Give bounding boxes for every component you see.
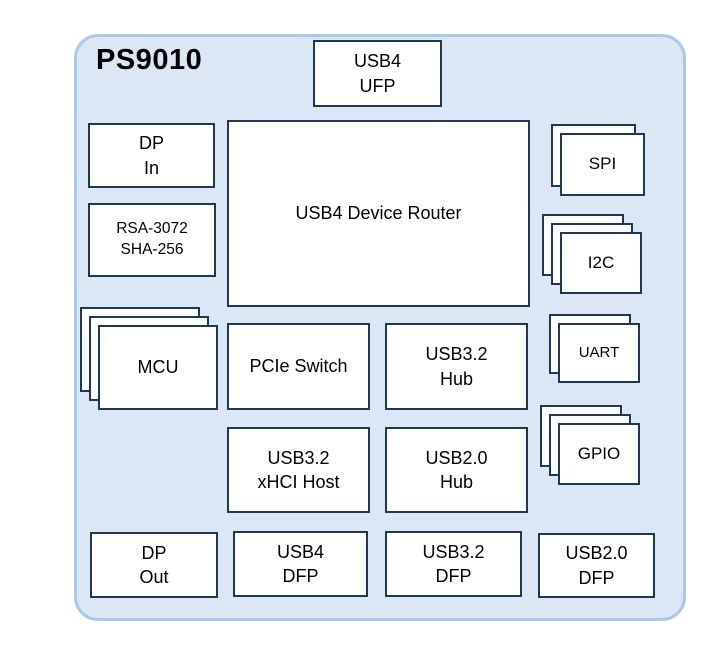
block-i2c-label: I2C <box>587 252 615 272</box>
block-spi-label: SPI <box>588 154 617 174</box>
block-usb20-hub-label: Hub <box>439 472 474 492</box>
block-usb32-hub-label: USB3.2 <box>425 344 488 365</box>
block-usb32-hub-label: Hub <box>439 368 474 389</box>
block-pcie-switch-label: PCIe Switch <box>249 356 348 377</box>
block-spi: SPI <box>551 124 645 196</box>
block-i2c: I2C <box>542 214 642 294</box>
block-dp-out-face: DP Out <box>90 532 218 598</box>
block-dp-in-label: DP <box>138 133 164 154</box>
chip-title: PS9010 <box>96 44 203 76</box>
block-gpio: GPIO <box>540 405 640 485</box>
block-usb20-dfp-label: USB2.0 <box>565 543 628 564</box>
block-i2c-face: I2C <box>560 232 642 294</box>
block-usb32-xhci-host: USB3.2 xHCI Host <box>227 427 370 513</box>
block-pcie-switch-face: PCIe Switch <box>227 323 370 410</box>
block-usb4-device-router-label: USB4 Device Router <box>295 203 462 224</box>
block-dp-out-label: DP <box>141 542 167 563</box>
block-usb32-dfp-label: USB3.2 <box>422 541 485 562</box>
block-dp-out: DP Out <box>90 532 218 598</box>
block-dp-in: DP In <box>88 123 215 188</box>
block-usb32-xhci-host-label: xHCI Host <box>257 472 340 492</box>
block-dp-out-label: Out <box>139 567 169 587</box>
block-dp-in-label: In <box>143 157 159 178</box>
block-usb20-hub-label: USB2.0 <box>425 447 488 468</box>
block-rsa-sha-label: RSA-3072 <box>116 220 188 238</box>
block-rsa-sha-label: SHA-256 <box>120 241 184 258</box>
block-usb4-ufp-label: UFP <box>359 75 396 96</box>
block-spi-face: SPI <box>560 133 645 196</box>
block-usb32-xhci-host-label: USB3.2 <box>267 447 330 468</box>
block-uart: UART <box>549 314 640 383</box>
block-pcie-switch: PCIe Switch <box>227 323 370 410</box>
block-usb4-dfp-label: DFP <box>282 566 319 586</box>
block-gpio-face: GPIO <box>558 423 640 485</box>
block-usb20-dfp-label: DFP <box>578 567 615 588</box>
block-mcu-label: MCU <box>137 357 179 378</box>
block-mcu: MCU <box>80 307 218 410</box>
block-mcu-face: MCU <box>98 325 218 410</box>
block-uart-face: UART <box>558 323 640 383</box>
block-usb4-device-router: USB4 Device Router <box>227 120 530 307</box>
block-gpio-label: GPIO <box>577 443 621 463</box>
block-usb4-ufp-label: USB4 <box>353 51 402 72</box>
block-usb4-dfp-label: USB4 <box>276 541 325 562</box>
block-dp-in-face: DP In <box>88 123 215 188</box>
block-uart-label: UART <box>578 343 620 361</box>
block-usb32-xhci-host-face: USB3.2 xHCI Host <box>227 427 370 513</box>
block-usb4-device-router-face: USB4 Device Router <box>227 120 530 307</box>
block-usb32-dfp-label: DFP <box>435 566 472 586</box>
